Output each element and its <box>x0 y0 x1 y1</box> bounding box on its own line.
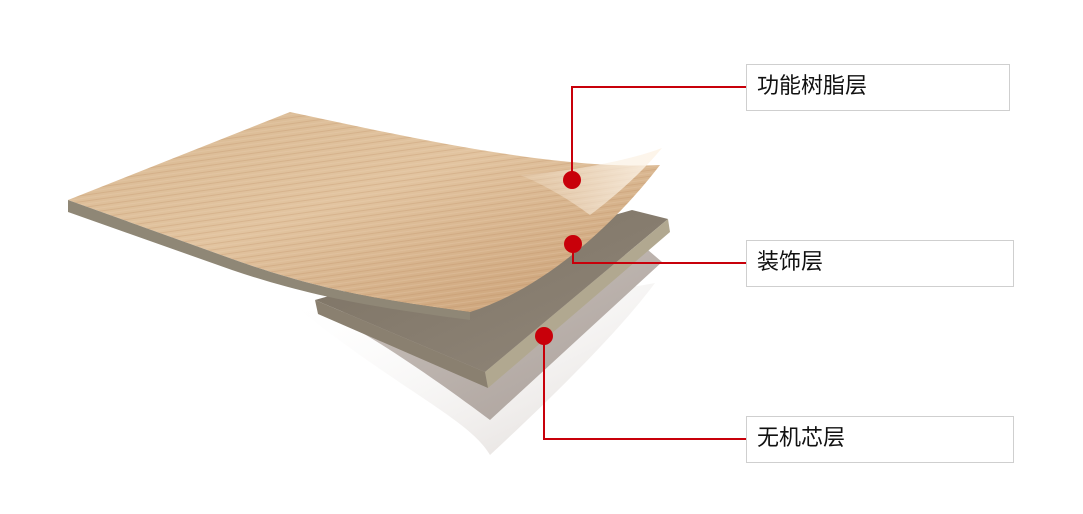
wood-grain-texture <box>68 112 660 312</box>
label-resin-layer: 功能树脂层 <box>746 64 1010 111</box>
label-decor-layer: 装饰层 <box>746 240 1014 287</box>
leader-line-core <box>543 336 746 440</box>
leader-dot-core <box>535 327 553 345</box>
leader-lines <box>543 86 746 440</box>
wood-board-edge <box>68 200 470 320</box>
core-layer-edge-left <box>315 300 488 388</box>
leader-line-resin <box>571 86 746 180</box>
leader-dots <box>535 171 582 345</box>
leader-dot-decor <box>564 235 582 253</box>
core-layer-edge-right <box>485 219 670 388</box>
label-core-layer: 无机芯层 <box>746 416 1014 463</box>
leader-dot-resin <box>563 171 581 189</box>
resin-film <box>520 148 662 215</box>
